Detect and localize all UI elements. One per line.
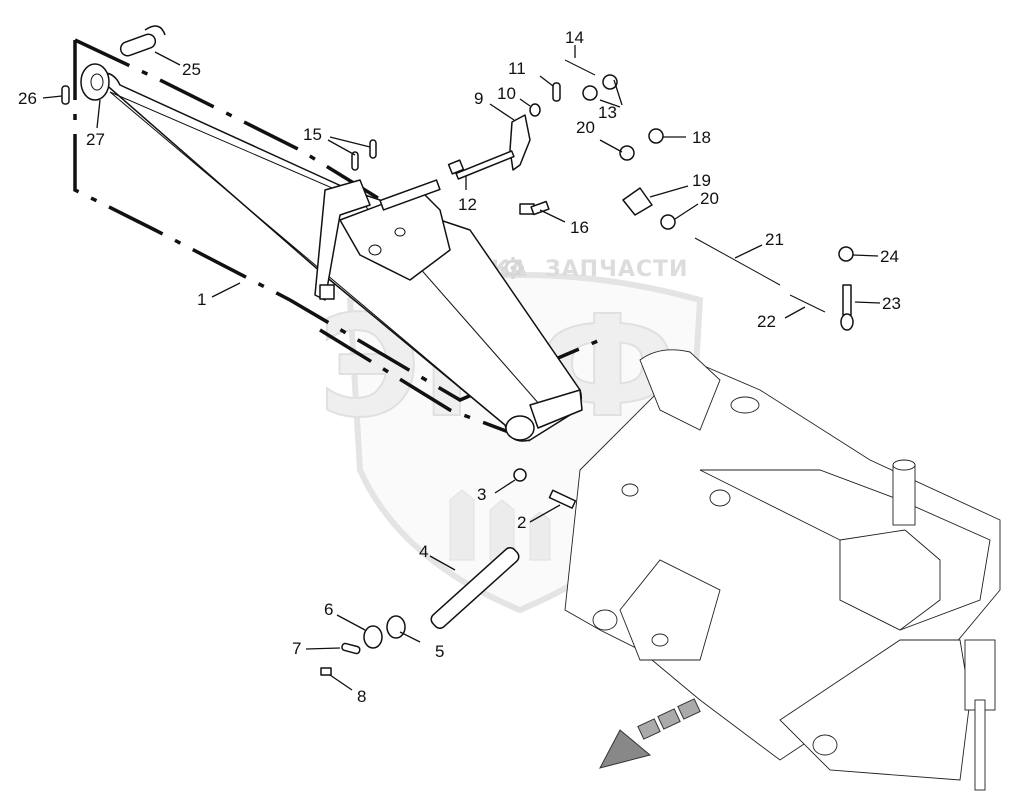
callout-14: 14 xyxy=(565,28,584,47)
callout-4: 4 xyxy=(419,542,428,561)
part-26-pin xyxy=(61,85,70,105)
part-22-spring xyxy=(789,294,826,313)
callout-24: 24 xyxy=(880,247,899,266)
part-9-bracket xyxy=(509,114,531,171)
part-20-nut-a xyxy=(619,145,635,161)
part-23-eye-bolt xyxy=(840,284,854,331)
callout-6: 6 xyxy=(324,600,333,619)
callout-15: 15 xyxy=(303,125,322,144)
callout-11: 11 xyxy=(508,59,526,78)
callout-9: 9 xyxy=(474,89,483,108)
part-5-ring xyxy=(386,615,406,639)
part-25-pin xyxy=(119,25,166,57)
part-7-pin xyxy=(341,642,361,655)
callout-19: 19 xyxy=(692,171,711,190)
part-15-pin-b xyxy=(351,151,359,171)
part-19-clevis xyxy=(622,187,653,216)
part-16-bolt xyxy=(519,200,550,216)
callout-12: 12 xyxy=(458,195,477,214)
part-6-ring xyxy=(363,625,383,649)
leader-lines xyxy=(42,45,881,691)
callout-21: 21 xyxy=(765,230,784,249)
callout-7: 7 xyxy=(292,639,301,658)
callout-22: 22 xyxy=(757,312,776,331)
part-8-bolt xyxy=(320,667,332,676)
callout-13: 13 xyxy=(598,103,617,122)
part-1-main-arm xyxy=(80,63,583,442)
part-14-spring xyxy=(564,59,596,76)
callout-5: 5 xyxy=(435,642,444,661)
callout-10: 10 xyxy=(497,84,516,103)
callout-18: 18 xyxy=(692,128,711,147)
callout-27: 27 xyxy=(86,130,105,149)
callout-labels: 1 2 3 4 5 6 7 8 9 10 11 12 13 14 15 16 1… xyxy=(18,28,901,706)
part-12-bolt xyxy=(447,150,515,180)
watermark-wheat xyxy=(449,489,551,561)
gear-icon xyxy=(502,257,524,279)
callout-26: 26 xyxy=(18,89,37,108)
part-18-nut xyxy=(648,128,664,144)
part-24-nut xyxy=(838,246,854,262)
part-4-shaft xyxy=(430,546,520,630)
callout-20a: 20 xyxy=(576,118,595,137)
part-15-pin-a xyxy=(369,139,377,159)
callout-8: 8 xyxy=(357,687,366,706)
watermark-brand-right: ЗАПЧАСТИ xyxy=(545,257,688,282)
part-3-nut xyxy=(513,468,527,482)
callout-1: 1 xyxy=(197,290,206,309)
callout-2: 2 xyxy=(517,513,526,532)
part-21-rod xyxy=(694,237,781,286)
callout-23: 23 xyxy=(882,294,901,313)
part-13-nut-b xyxy=(582,85,598,101)
tractor-frame xyxy=(564,349,1001,791)
callout-3: 3 xyxy=(477,485,486,504)
hardware-parts xyxy=(61,25,854,676)
direction-arrow-icon xyxy=(599,698,701,769)
callout-16: 16 xyxy=(570,218,589,237)
part-20-nut-b xyxy=(660,214,676,230)
part-11-pin xyxy=(552,82,561,102)
callout-20b: 20 xyxy=(700,189,719,208)
part-10-washer xyxy=(529,103,541,117)
part-13-nut-a xyxy=(602,74,618,90)
part-2-bolt xyxy=(548,489,577,509)
callout-25: 25 xyxy=(182,60,201,79)
